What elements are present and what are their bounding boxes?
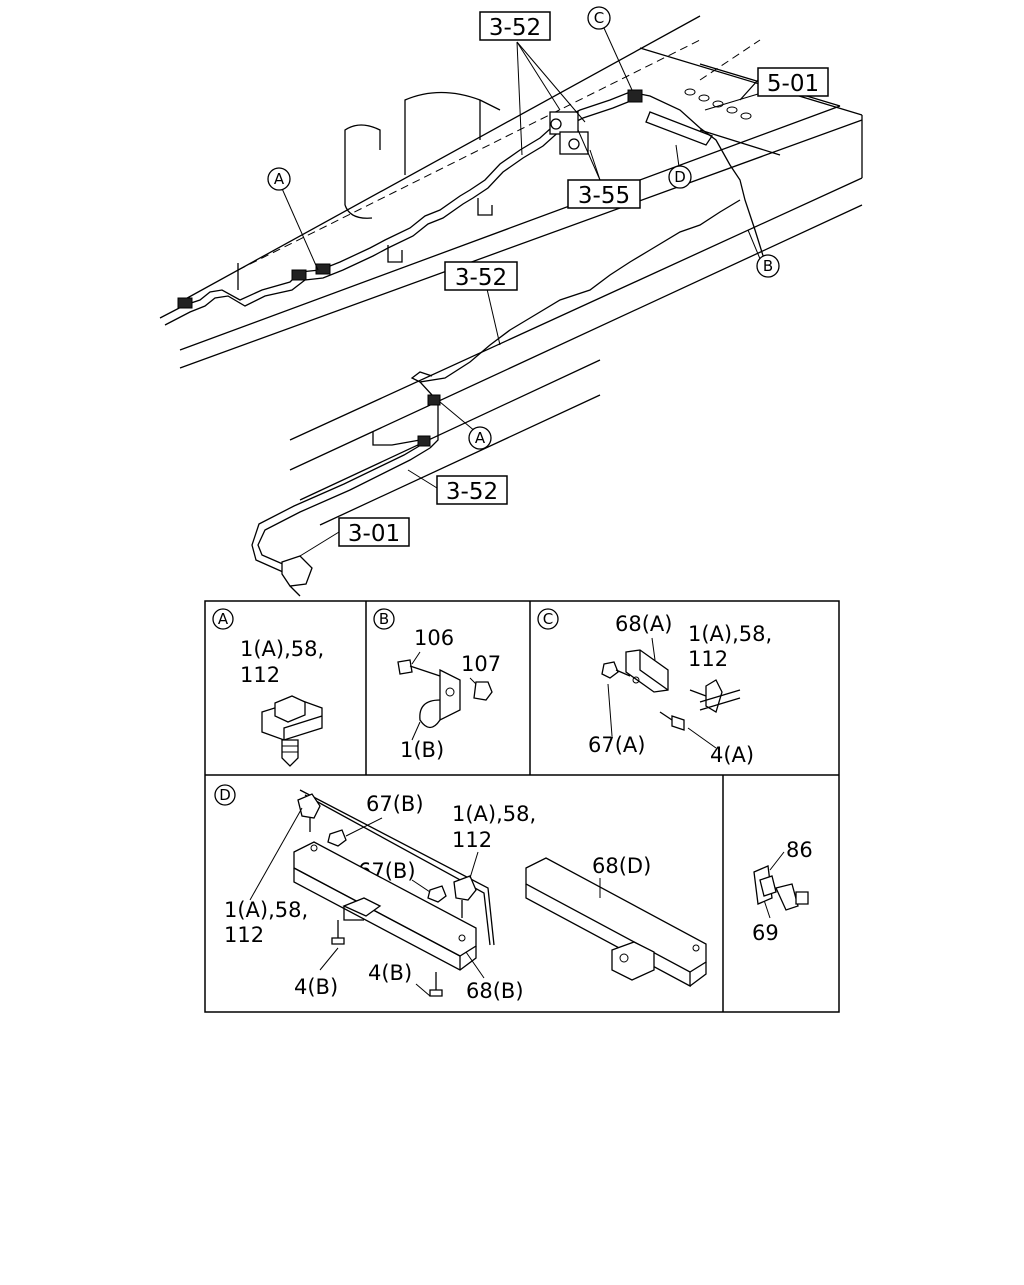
panel-b-part-1b: 1(B) (400, 738, 444, 762)
panel-d-part-4b-2: 4(B) (368, 961, 412, 985)
panel-c-parts-line1: 1(A),58, (688, 622, 772, 646)
panel-b-part-106: 106 (414, 626, 454, 650)
circle-callout-c-text: C (594, 9, 604, 27)
callout-5-01-text: 5-01 (767, 71, 819, 97)
panel-d-part-4b-1: 4(B) (294, 975, 338, 999)
circle-callout-d: D (668, 165, 692, 189)
callout-3-52-top: 3-52 (479, 11, 551, 41)
circle-callout-a-2: A (468, 426, 492, 450)
callout-3-52-low-text: 3-52 (446, 479, 498, 505)
detail-panel-c: C 68(A) 1(A),58, 112 67(A) 4(A) (537, 608, 772, 767)
bracket-illustration-b (397, 651, 493, 741)
circle-callout-a-1-text: A (274, 170, 285, 188)
callout-3-52-mid: 3-52 (444, 261, 518, 291)
panel-d-part-67b-1: 67(B) (366, 792, 424, 816)
callout-3-52-top-text: 3-52 (489, 15, 541, 41)
callout-3-01: 3-01 (338, 517, 410, 547)
panel-e-part-86: 86 (786, 838, 813, 862)
bracket-illustration-68d (525, 857, 707, 988)
callout-3-01-text: 3-01 (348, 521, 400, 547)
callout-3-55-text: 3-55 (578, 183, 630, 209)
panel-c-part-67a: 67(A) (588, 733, 645, 757)
detail-grid (204, 600, 840, 1013)
panel-a-key: A (218, 610, 229, 628)
panel-c-part-68a: 68(A) (615, 612, 672, 636)
callout-5-01: 5-01 (757, 67, 829, 97)
detail-panel-b: B 106 107 1(B) (373, 608, 501, 762)
panel-d-parts-right-line1: 1(A),58, (452, 802, 536, 826)
circle-callout-c: C (587, 6, 611, 30)
circle-callout-b: B (756, 254, 780, 278)
callout-3-55: 3-55 (567, 179, 641, 209)
panel-a-parts-line1: 1(A),58, (240, 637, 324, 661)
circle-callout-a-2-text: A (475, 429, 486, 447)
callout-3-52-low: 3-52 (436, 475, 508, 505)
callout-3-52-mid-text: 3-52 (455, 265, 507, 291)
circle-callout-b-text: B (763, 257, 773, 275)
panel-e-part-69: 69 (752, 921, 779, 945)
panel-b-key: B (379, 610, 389, 628)
panel-b-part-107: 107 (461, 652, 501, 676)
chassis-illustration (159, 15, 863, 597)
panel-d-parts-right-line2: 112 (452, 828, 492, 852)
bracket-illustration-c (601, 637, 741, 749)
panel-a-parts-line2: 112 (240, 663, 280, 687)
panel-d-part-68d: 68(D) (592, 854, 651, 878)
panel-c-key: C (543, 610, 553, 628)
circle-callout-a-1: A (267, 167, 291, 191)
bracket-illustration-68b (249, 789, 495, 997)
panel-d-key: D (219, 786, 231, 804)
clamp-illustration-e (753, 851, 809, 919)
panel-d-parts-left-line1: 1(A),58, (224, 898, 308, 922)
detail-panel-e: 86 69 (752, 838, 813, 945)
detail-panel-d: D 67(B) 1(A),58, 112 67(B) 1(A),58, 112 … (214, 784, 707, 1003)
circle-callout-d-text: D (674, 168, 686, 186)
panel-c-parts-line2: 112 (688, 647, 728, 671)
detail-panel-a: A 1(A),58, 112 (212, 608, 324, 767)
panel-d-parts-left-line2: 112 (224, 923, 264, 947)
clip-illustration-a (261, 695, 323, 767)
panel-d-part-68b: 68(B) (466, 979, 524, 1003)
panel-c-part-4a: 4(A) (710, 743, 754, 767)
